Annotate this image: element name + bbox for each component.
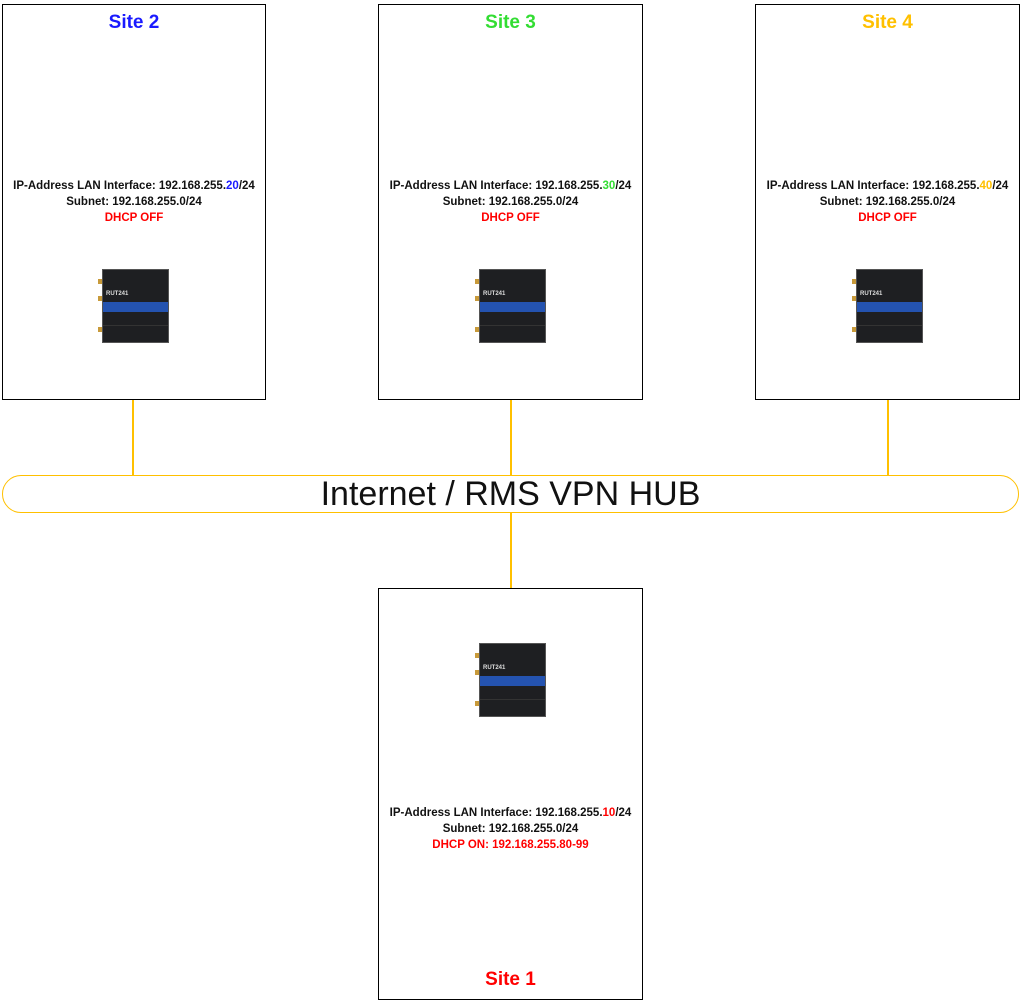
ip-host: 40 (979, 180, 993, 192)
site4-info: IP-Address LAN Interface: 192.168.255.40… (756, 178, 1019, 226)
site1-ip: IP-Address LAN Interface: 192.168.255.10… (379, 805, 642, 821)
site3-ip: IP-Address LAN Interface: 192.168.255.30… (379, 178, 642, 194)
link-site3 (510, 342, 512, 475)
site3-dhcp: DHCP OFF (481, 212, 540, 224)
site4-router-icon: RUT241 (852, 269, 923, 343)
site2-subnet: Subnet: 192.168.255.0/24 (66, 196, 202, 208)
site2-dhcp: DHCP OFF (104, 212, 164, 224)
ip-prefix: IP-Address LAN Interface: 192.168.255. (13, 180, 227, 192)
site4-ip: IP-Address LAN Interface: 192.168.255.40… (756, 178, 1019, 194)
ip-host: 20 (226, 180, 239, 192)
site3-subnet: Subnet: 192.168.255.0/24 (442, 196, 579, 208)
site1-info: IP-Address LAN Interface: 192.168.255.10… (379, 805, 642, 853)
link-site1 (510, 513, 512, 643)
site2-title: Site 2 (108, 12, 160, 33)
ip-prefix: IP-Address LAN Interface: 192.168.255. (766, 180, 980, 192)
ip-suffix: /24 (615, 807, 632, 819)
site4-subnet: Subnet: 192.168.255.0/24 (819, 196, 956, 208)
site2-ip: IP-Address LAN Interface: 192.168.255.20… (3, 178, 265, 194)
ip-host: 30 (602, 180, 616, 192)
router-model: RUT241 (106, 291, 129, 297)
site4-dhcp: DHCP OFF (858, 212, 917, 224)
ip-suffix: /24 (238, 180, 255, 192)
site4-title: Site 4 (862, 12, 913, 33)
link-site4 (887, 342, 889, 475)
site1-dhcp: DHCP ON: 192.168.255.80-99 (432, 839, 589, 851)
internet-vpn-hub: Internet / RMS VPN HUB (2, 475, 1019, 513)
site3-title: Site 3 (485, 12, 536, 33)
site4-box: Site 4 IP-Address LAN Interface: 192.168… (755, 4, 1020, 400)
site1-subnet: Subnet: 192.168.255.0/24 (442, 823, 579, 835)
site1-box: RUT241 IP-Address LAN Interface: 192.168… (378, 588, 643, 1000)
ip-prefix: IP-Address LAN Interface: 192.168.255. (389, 180, 603, 192)
site3-router-icon: RUT241 (475, 269, 546, 343)
site3-info: IP-Address LAN Interface: 192.168.255.30… (379, 178, 642, 226)
site3-box: Site 3 IP-Address LAN Interface: 192.168… (378, 4, 643, 400)
router-model: RUT241 (483, 291, 506, 297)
ip-suffix: /24 (615, 180, 632, 192)
site1-title: Site 1 (485, 969, 536, 990)
ip-prefix: IP-Address LAN Interface: 192.168.255. (389, 807, 603, 819)
ip-host: 10 (602, 807, 616, 819)
site2-box: Site 2 IP-Address LAN Interface: 192.168… (2, 4, 266, 400)
site2-router-icon: RUT241 (98, 269, 169, 343)
site2-info: IP-Address LAN Interface: 192.168.255.20… (3, 178, 265, 226)
router-model: RUT241 (860, 291, 883, 297)
ip-suffix: /24 (992, 180, 1009, 192)
router-model: RUT241 (483, 665, 506, 671)
link-site2 (132, 342, 134, 475)
site1-router-icon: RUT241 (475, 643, 546, 717)
